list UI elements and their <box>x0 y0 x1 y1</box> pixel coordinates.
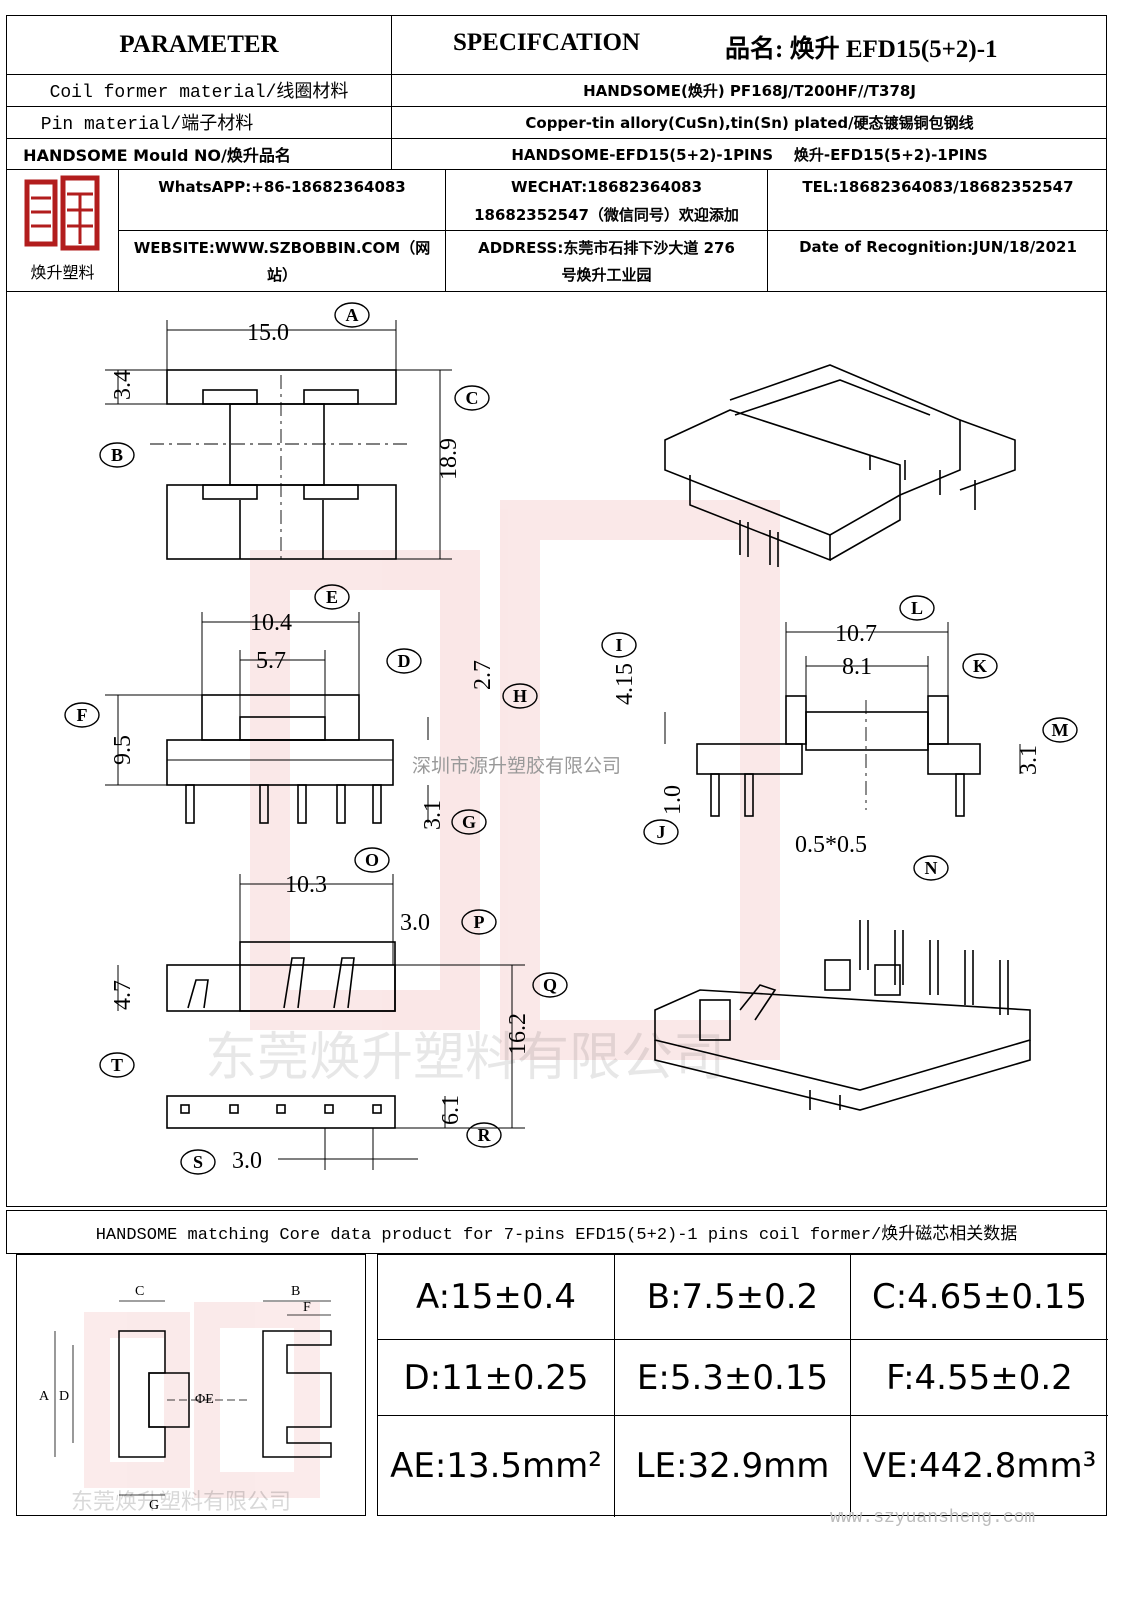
address-text: ADDRESS:东莞市石排下沙大道 276 <box>478 238 735 257</box>
watermark-shenzhen: 深圳市源升塑胶有限公司 <box>412 755 621 777</box>
dim-m-value: 3.1 <box>1016 745 1042 775</box>
core-value-f: F:4.55±0.2 <box>886 1357 1073 1398</box>
core-value-b: B:7.5±0.2 <box>646 1277 819 1317</box>
website-text: WEBSITE:WWW.SZBOBBIN.COM（网 <box>133 238 431 257</box>
marker-r: R <box>478 1125 492 1145</box>
marker-q: Q <box>543 975 557 995</box>
marker-p: P <box>474 912 485 932</box>
marker-k: K <box>973 656 987 676</box>
dim-n-value: 0.5*0.5 <box>795 832 867 858</box>
core-label-a: A <box>39 1389 50 1404</box>
contact-table: 焕升塑料 WhatsAPP:+86-18682364083 WECHAT:186… <box>6 170 1108 292</box>
core-value-le: LE:32.9mm <box>635 1446 830 1486</box>
core-shape-diagram: C B F A D ΦE G 东莞焕升塑料有限公司 <box>39 1284 332 1515</box>
core-value-ae: AE:13.5mm² <box>390 1446 602 1486</box>
pin-material-value: Copper-tin allory(CuSn),tin(Sn) plated/硬… <box>525 113 974 132</box>
recognition-date: Date of Recognition:JUN/18/2021 <box>799 238 1077 256</box>
dim-h-value: 2.7 <box>470 660 496 690</box>
whatsapp-text: WhatsAPP:+86-18682364083 <box>158 178 406 196</box>
dim-k-value: 8.1 <box>842 654 872 680</box>
core-label-f: F <box>303 1300 311 1315</box>
dim-b-value: 3.4 <box>110 370 136 400</box>
marker-a: A <box>346 305 359 325</box>
pin-material-label: Pin material/端子材料 <box>40 115 254 135</box>
website-text-2: 站） <box>266 265 297 284</box>
core-value-a: A:15±0.4 <box>416 1277 576 1317</box>
core-value-d: D:11±0.25 <box>403 1357 589 1398</box>
product-name-heading: 品名: 焕升 EFD15(5+2)-1 <box>725 36 998 63</box>
coil-material-value: HANDSOME(焕升) PF168J/T200HF//T378J <box>583 81 916 100</box>
core-values-table: A:15±0.4 B:7.5±0.2 C:4.65±0.15 D:11±0.25… <box>377 1254 1108 1517</box>
dim-f-value: 9.5 <box>110 735 136 765</box>
marker-e: E <box>326 587 338 607</box>
dim-q-value: 16.2 <box>505 1013 531 1055</box>
core-label-e: ΦE <box>195 1392 214 1407</box>
spec-header-table: PARAMETER SPECIFCATION 品名: 焕升 EFD15(5+2)… <box>6 15 1107 170</box>
mould-no-value: HANDSOME-EFD15(5+2)-1PINS 焕升-EFD15(5+2)-… <box>511 145 988 164</box>
address-text-2: 号焕升工业园 <box>561 265 652 284</box>
dim-r-value: 6.1 <box>438 1095 464 1125</box>
marker-c: C <box>466 388 479 408</box>
dim-s-value: 3.0 <box>232 1148 262 1174</box>
marker-d: D <box>398 651 411 671</box>
core-value-e: E:5.3±0.15 <box>636 1357 829 1398</box>
dim-o-value: 10.3 <box>285 872 327 898</box>
marker-s: S <box>193 1152 203 1172</box>
wechat-text-2: 18682352547（微信同号）欢迎添加 <box>474 205 739 224</box>
dim-l-value: 10.7 <box>835 621 877 647</box>
marker-h: H <box>513 686 527 706</box>
core-value-c: C:4.65±0.15 <box>871 1277 1088 1317</box>
marker-b: B <box>111 445 123 465</box>
dim-d-value: 5.7 <box>256 648 286 674</box>
marker-o: O <box>365 850 379 870</box>
core-label-c: C <box>135 1284 144 1299</box>
marker-j: J <box>657 822 666 842</box>
wechat-text: WECHAT:18682364083 <box>510 178 702 196</box>
marker-i: I <box>615 635 622 655</box>
core-data-title: HANDSOME matching Core data product for … <box>6 1210 1107 1254</box>
dim-g-value: 3.1 <box>420 800 446 830</box>
dim-c-value: 18.9 <box>436 438 462 480</box>
company-logo <box>17 174 107 254</box>
logo-watermark <box>250 500 780 1060</box>
dim-j-value: 1.0 <box>660 785 686 815</box>
parameter-heading: PARAMETER <box>119 31 279 58</box>
core-label-g: G <box>149 1498 159 1513</box>
marker-t: T <box>111 1055 123 1075</box>
marker-g: G <box>462 812 476 832</box>
marker-m: M <box>1052 720 1069 740</box>
dim-a-value: 15.0 <box>247 320 289 346</box>
technical-drawing-frame <box>6 292 1107 1207</box>
logo-caption: 焕升塑料 <box>30 263 95 282</box>
core-diagram-panel: C B F A D ΦE G 东莞焕升塑料有限公司 <box>16 1254 366 1516</box>
core-diagram-watermark: 东莞焕升塑料有限公司 <box>71 1490 291 1515</box>
marker-f: F <box>77 705 88 725</box>
core-label-b: B <box>291 1284 300 1299</box>
marker-l: L <box>911 598 923 618</box>
dim-t-value: 4.7 <box>110 980 136 1010</box>
core-value-ve: VE:442.8mm³ <box>862 1446 1097 1486</box>
tel-text: TEL:18682364083/18682352547 <box>802 178 1074 196</box>
mould-no-label: HANDSOME Mould NO/焕升品名 <box>23 146 291 165</box>
specification-heading: SPECIFCATION <box>453 29 641 56</box>
dim-e-value: 10.4 <box>250 610 292 636</box>
website-watermark: www.szyuansheng.com <box>830 1508 1036 1528</box>
marker-n: N <box>925 858 938 878</box>
core-label-d: D <box>59 1389 69 1404</box>
watermark-dongguan: 东莞焕升塑料有限公司 <box>205 1028 725 1088</box>
coil-material-label: Coil former material/线圈材料 <box>49 83 349 103</box>
dim-p-value: 3.0 <box>400 910 430 936</box>
dim-i-value: 4.15 <box>612 663 638 705</box>
